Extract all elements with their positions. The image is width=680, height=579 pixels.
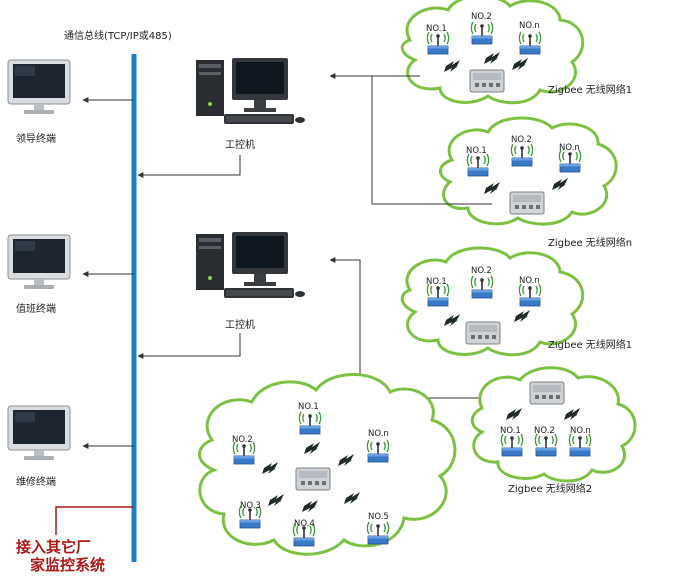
node-label: NO.n: [570, 426, 591, 436]
node-label: NO.1: [466, 146, 487, 156]
external-system-line1: 接入其它厂: [16, 538, 91, 556]
zigbee-network-cloud: [400, 246, 585, 357]
duty-terminal-label: 值班终端: [16, 302, 56, 315]
zigbee-coordinator-icon: [509, 191, 545, 215]
network-label: Zigbee 无线网络2: [508, 482, 592, 495]
zigbee-network-cloud: [439, 116, 618, 226]
ipc2-to-bus-arrow: [137, 333, 241, 359]
industrial-pc-label: 工控机: [225, 138, 255, 151]
duty-terminal-monitor: [7, 234, 71, 290]
node-label: NO.2: [511, 135, 532, 145]
node-label: NO.2: [471, 12, 492, 22]
leader-terminal-label: 领导终端: [16, 132, 56, 145]
node-label: NO.n: [519, 21, 540, 31]
node-label: NO.4: [294, 519, 315, 529]
network-label: Zigbee 无线网络1: [548, 83, 632, 96]
node-label: NO.n: [559, 143, 580, 153]
leader-terminal-monitor: [7, 59, 71, 115]
network-to-ipc-arrow: [329, 257, 361, 398]
zigbee-network-cloud: [198, 373, 457, 556]
node-label: NO.2: [534, 426, 555, 436]
zigbee-coordinator-icon: [529, 381, 565, 405]
node-label: NO.1: [426, 277, 447, 287]
external-system-line2: 家监控系统: [30, 556, 105, 574]
network-label: Zigbee 无线网络n: [548, 236, 632, 249]
network-label: Zigbee 无线网络1: [548, 338, 632, 351]
node-label: NO.5: [368, 512, 389, 522]
node-label: NO.2: [471, 266, 492, 276]
zigbee-coordinator-icon: [465, 321, 501, 345]
network-n-link-line: [371, 76, 492, 205]
bus-label: 通信总线(TCP/IP或485): [64, 29, 172, 42]
ipc1-to-bus-arrow: [137, 155, 241, 178]
industrial-pc-icon: [196, 232, 305, 298]
zigbee-coordinator-icon: [469, 69, 505, 93]
node-label: NO.1: [426, 24, 447, 34]
node-label: NO.n: [519, 276, 540, 286]
maintenance-terminal-monitor: [7, 405, 71, 461]
industrial-pc-icon: [196, 58, 305, 124]
external-link-line: [55, 506, 134, 535]
zigbee-network-cloud: [400, 0, 585, 105]
maintenance-terminal-label: 维修终端: [16, 475, 56, 488]
node-label: NO.1: [500, 426, 521, 436]
node-label: NO.1: [298, 402, 319, 412]
industrial-pc-label: 工控机: [225, 318, 255, 331]
node-label: NO.3: [240, 501, 261, 511]
node-label: NO.2: [232, 435, 253, 445]
zigbee-coordinator-icon: [295, 467, 331, 491]
node-label: NO.n: [368, 429, 389, 439]
